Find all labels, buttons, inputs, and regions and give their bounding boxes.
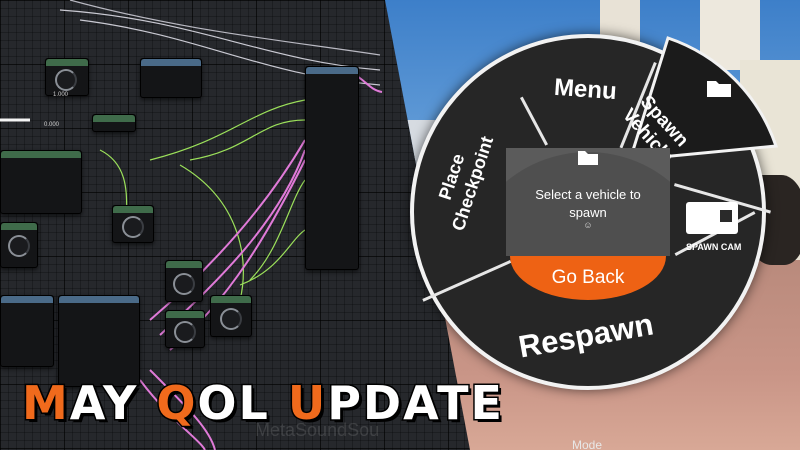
segment-divider bbox=[422, 260, 512, 302]
watermark-text: MetaSoundSou bbox=[255, 420, 380, 440]
graph-node bbox=[165, 260, 203, 302]
graph-value: 0.000 bbox=[44, 122, 60, 128]
menu-option-label: Menu bbox=[553, 73, 618, 106]
graph-node bbox=[140, 58, 202, 98]
banner-text-part: OL bbox=[196, 375, 288, 432]
graph-node bbox=[210, 295, 252, 337]
menu-option-spawn-cam[interactable]: SPAWN CAM bbox=[680, 200, 750, 260]
face-icon: ☺ bbox=[583, 220, 593, 230]
vehicle-info-panel-top bbox=[506, 152, 670, 256]
graph-node bbox=[0, 295, 54, 367]
banner-text-part: U bbox=[286, 375, 328, 432]
menu-option-menu[interactable]: Menu bbox=[540, 62, 620, 132]
graph-node bbox=[112, 205, 154, 243]
graph-value: 1.000 bbox=[53, 92, 69, 98]
banner-text-part: AY bbox=[68, 375, 157, 432]
menu-option-spawn-vehicle[interactable]: Spawn Vehicle bbox=[618, 60, 750, 170]
camera-icon bbox=[686, 202, 738, 234]
graph-node bbox=[92, 114, 136, 132]
vehicle-prompt-text: Select a vehicle to spawn bbox=[535, 187, 641, 220]
graph-node bbox=[58, 295, 140, 387]
banner-text-part: M bbox=[21, 375, 70, 432]
graph-node bbox=[0, 150, 82, 214]
folder-icon bbox=[707, 81, 731, 97]
menu-option-respawn[interactable]: Respawn bbox=[500, 300, 680, 380]
graph-node bbox=[45, 58, 89, 96]
spawn-cam-label: SPAWN CAM bbox=[686, 242, 742, 252]
graph-node bbox=[305, 66, 359, 270]
respawn-label: Respawn bbox=[515, 306, 657, 365]
place-checkpoint-label: Place Checkpoint bbox=[426, 127, 498, 234]
folder-icon bbox=[578, 151, 598, 165]
mode-label: Mode bbox=[572, 438, 603, 450]
update-banner: MAY QOL UPDATE bbox=[21, 375, 504, 432]
graph-node bbox=[165, 310, 205, 348]
banner-text-part: Q bbox=[155, 375, 198, 432]
menu-option-place-checkpoint[interactable]: Place Checkpoint bbox=[420, 120, 510, 240]
banner-text-part: PDATE bbox=[326, 375, 504, 432]
graph-node bbox=[0, 222, 38, 268]
